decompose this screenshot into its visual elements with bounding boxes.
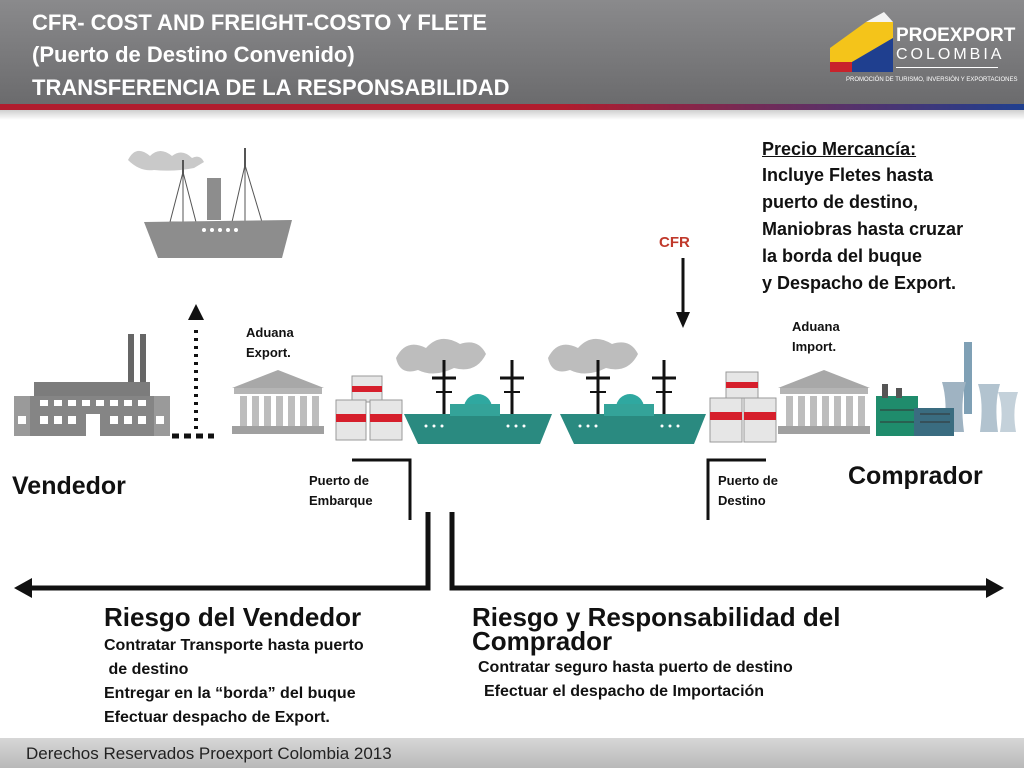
logo-tagline: PROMOCIÓN DE TURISMO, INVERSIÓN Y EXPORT… bbox=[846, 77, 1018, 83]
buyer-risk-title-2: Comprador bbox=[472, 626, 613, 656]
buyer-risk-title-1: Riesgo y Responsabilidad del bbox=[472, 602, 841, 632]
customs-building-export-icon bbox=[232, 370, 324, 434]
seller-risk-title: Riesgo del Vendedor bbox=[104, 602, 362, 632]
port-of-loading-bracket bbox=[352, 458, 412, 520]
steamship-icon bbox=[128, 148, 292, 258]
aduana-import-label-1: Aduana bbox=[792, 319, 840, 334]
price-line-2: puerto de destino, bbox=[762, 192, 919, 212]
seller-risk-line-2: de destino bbox=[104, 661, 189, 678]
puerto-destino-label-1: Puerto de bbox=[718, 473, 778, 488]
comprador-label: Comprador bbox=[848, 462, 983, 490]
logo-name: PROEXPORT bbox=[896, 25, 1016, 46]
aduana-export-label-2: Export. bbox=[246, 345, 291, 360]
cfr-label: CFR bbox=[659, 234, 690, 251]
risk-transfer-divider bbox=[14, 512, 1004, 598]
logo-country: COLOMBIA bbox=[896, 46, 1005, 63]
title-line-3: TRANSFERENCIA DE LA RESPONSABILIDAD bbox=[32, 75, 510, 100]
title-line-2: (Puerto de Destino Convenido) bbox=[32, 42, 355, 67]
buyer-risk-line-2: Efectuar el despacho de Importación bbox=[484, 683, 765, 700]
price-line-3: Maniobras hasta cruzar bbox=[762, 219, 964, 239]
seller-risk-line-3: Entregar en la “borda” del buque bbox=[104, 685, 356, 702]
aduana-export-label-1: Aduana bbox=[246, 325, 294, 340]
logo-rule bbox=[896, 67, 998, 68]
cfr-down-arrow bbox=[676, 258, 690, 328]
buyer-risk-line-1: Contratar seguro hasta puerto de destino bbox=[478, 659, 793, 676]
price-line-5: y Despacho de Export. bbox=[762, 273, 957, 293]
header-shadow bbox=[0, 110, 1024, 120]
price-line-4: la borda del buque bbox=[762, 246, 923, 266]
price-line-1: Incluye Fletes hasta bbox=[762, 165, 934, 185]
title-line-1: CFR- COST AND FREIGHT-COSTO Y FLETE bbox=[32, 10, 488, 35]
cargo-ship-destination-icon bbox=[548, 338, 706, 444]
seller-risk-line-1: Contratar Transporte hasta puerto bbox=[104, 637, 364, 654]
cargo-drums-right-icon bbox=[709, 371, 777, 443]
power-plant-icon bbox=[876, 342, 1018, 436]
footer-bar bbox=[0, 738, 1024, 768]
proexport-logo-icon bbox=[830, 12, 893, 72]
vendedor-label: Vendedor bbox=[12, 472, 126, 500]
puerto-embarque-label-2: Embarque bbox=[309, 493, 373, 508]
customs-building-import-icon bbox=[778, 370, 870, 434]
cargo-ship-origin-icon bbox=[396, 338, 552, 444]
puerto-destino-label-2: Destino bbox=[718, 493, 766, 508]
port-of-destination-bracket bbox=[706, 458, 766, 520]
cargo-drums-left-icon bbox=[335, 375, 403, 441]
price-heading: Precio Mercancía: bbox=[762, 139, 917, 159]
aduana-import-label-2: Import. bbox=[792, 339, 837, 354]
dotted-up-arrow bbox=[172, 304, 214, 439]
puerto-embarque-label-1: Puerto de bbox=[309, 473, 369, 488]
seller-risk-line-4: Efectuar despacho de Export. bbox=[104, 709, 330, 726]
factory-icon bbox=[14, 334, 170, 436]
header-stripe bbox=[0, 104, 1024, 110]
footer-copyright: Derechos Reservados Proexport Colombia 2… bbox=[26, 744, 392, 763]
